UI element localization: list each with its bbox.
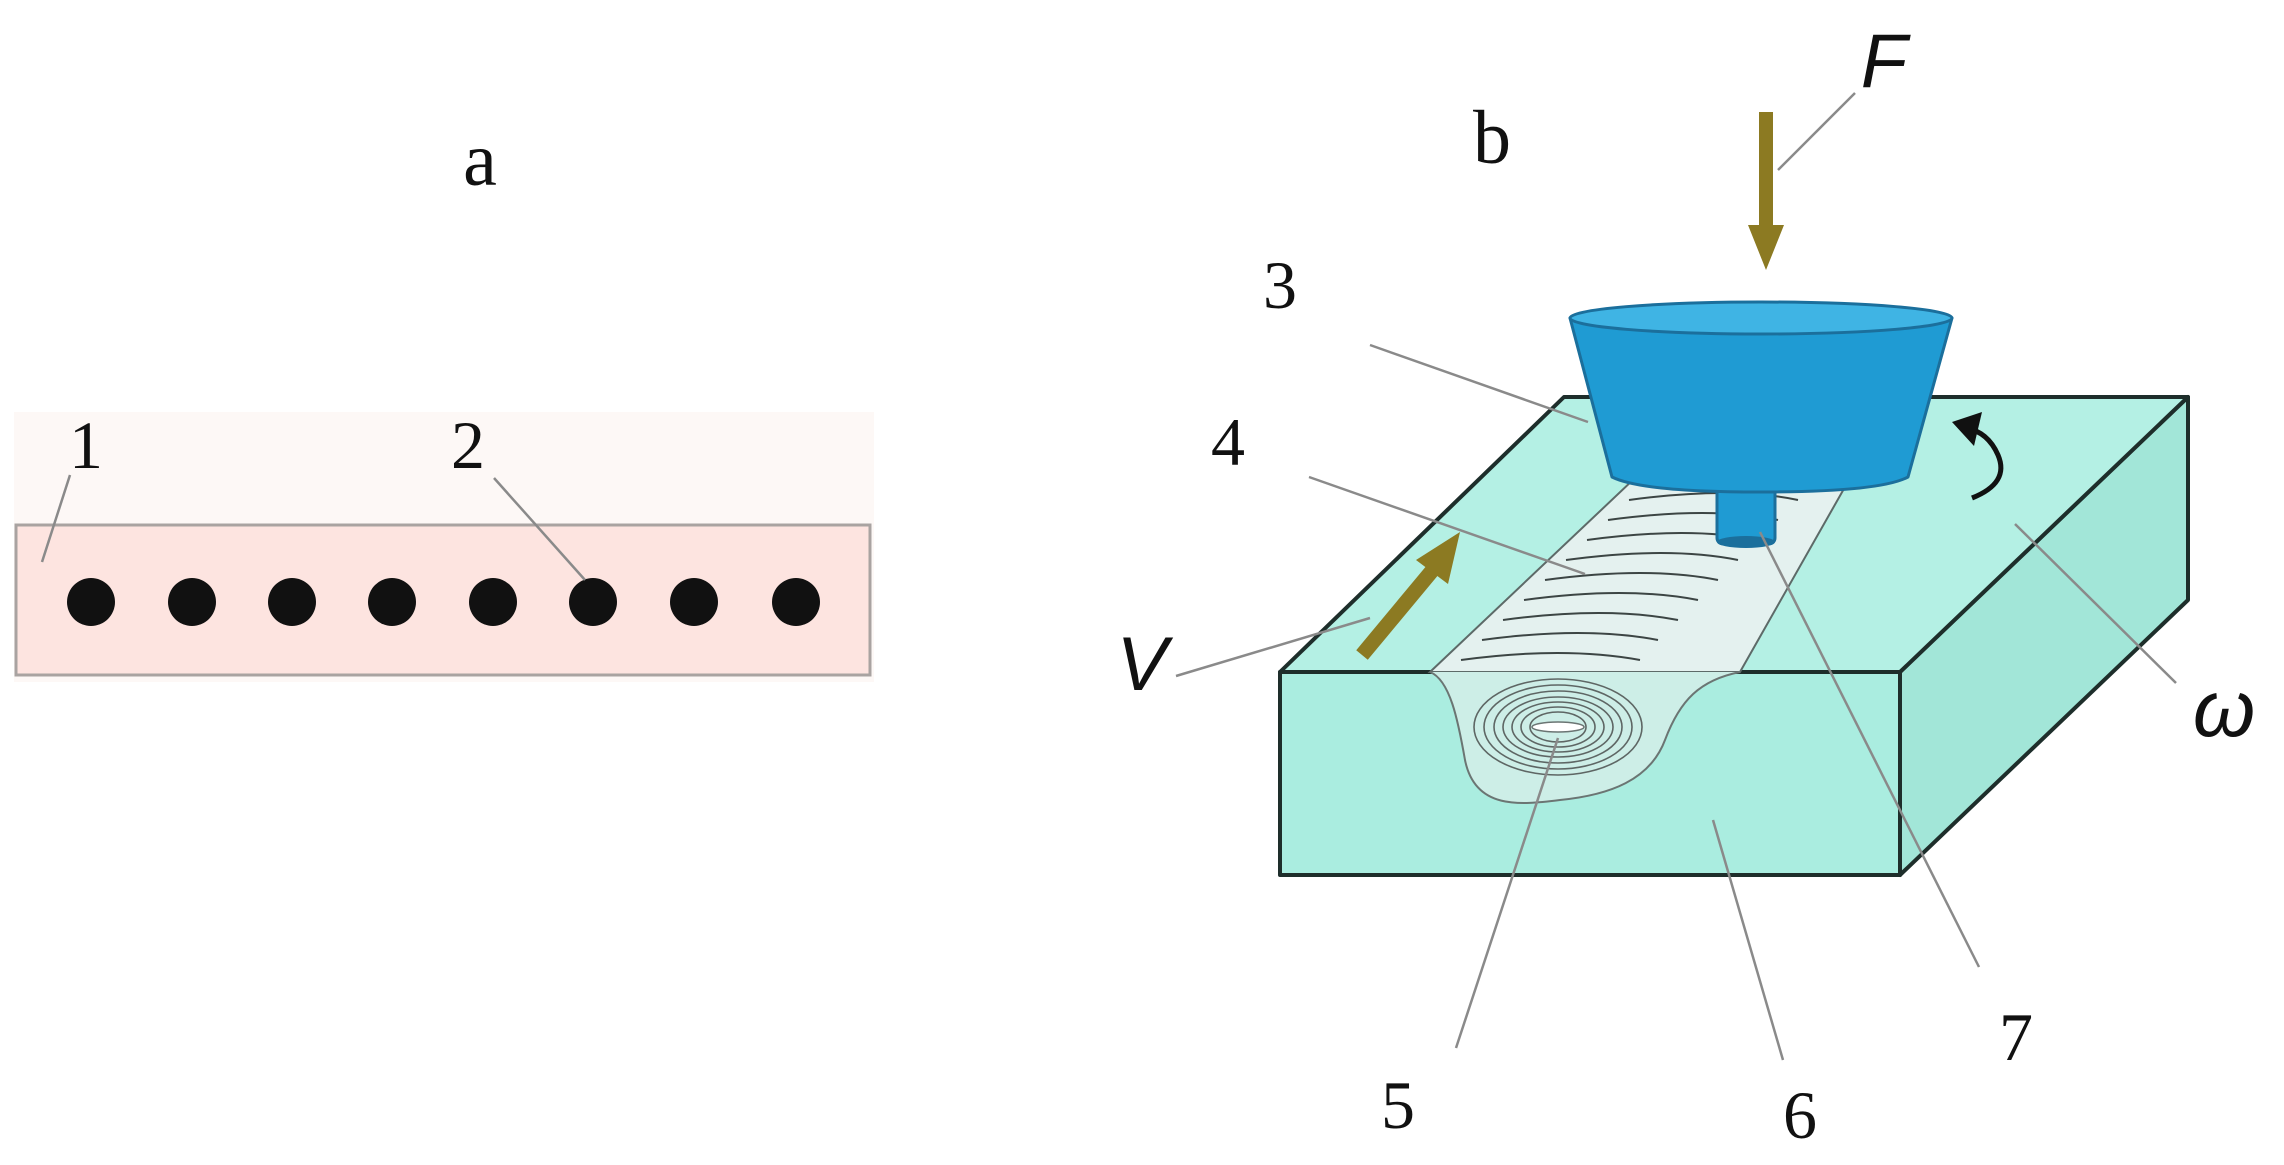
hole: [168, 578, 216, 626]
tool: [1568, 300, 1954, 548]
hole: [670, 578, 718, 626]
leader-line-3: [1369, 343, 1589, 424]
hole: [368, 578, 416, 626]
rotation-arrow: [1952, 412, 2004, 501]
stir-zone: [1429, 671, 1741, 804]
panel-b-label: b: [1473, 96, 1511, 180]
callout-3: 3: [1263, 247, 1297, 323]
panel-b: b: [1117, 19, 2256, 1153]
tool-pin-tip: [1717, 536, 1775, 548]
callout-6: 6: [1783, 1077, 1817, 1153]
panel-a: a 1 2: [14, 118, 874, 682]
rotation-label: ω: [2193, 664, 2255, 753]
tool-shoulder: [1568, 316, 1954, 494]
leader-line-2: [493, 477, 586, 581]
hole-row: [67, 578, 820, 626]
force-label: F: [1861, 19, 1911, 104]
leader-line-7: [1758, 531, 1981, 968]
leader-line-v: [1175, 616, 1371, 678]
velocity-label: V: [1117, 622, 1174, 707]
hole: [67, 578, 115, 626]
hole: [469, 578, 517, 626]
callout-5: 5: [1381, 1067, 1415, 1143]
tool-top: [1568, 300, 1954, 336]
leader-line-6: [1711, 819, 1785, 1061]
callout-7: 7: [1999, 999, 2033, 1075]
leader-line-1: [40, 474, 72, 563]
panel-a-label: a: [463, 118, 497, 202]
callout-2: 2: [451, 407, 485, 483]
hole: [268, 578, 316, 626]
hole: [569, 578, 617, 626]
leader-line-4: [1308, 475, 1586, 576]
leader-line-omega: [2014, 523, 2177, 684]
leader-line-5: [1454, 737, 1560, 1049]
hole: [772, 578, 820, 626]
force-arrow: [1748, 112, 1784, 270]
velocity-arrow: [1356, 532, 1460, 660]
leader-line-f: [1777, 92, 1856, 171]
callout-4: 4: [1211, 404, 1245, 480]
callout-1: 1: [69, 407, 103, 483]
base-plate: [14, 523, 872, 677]
